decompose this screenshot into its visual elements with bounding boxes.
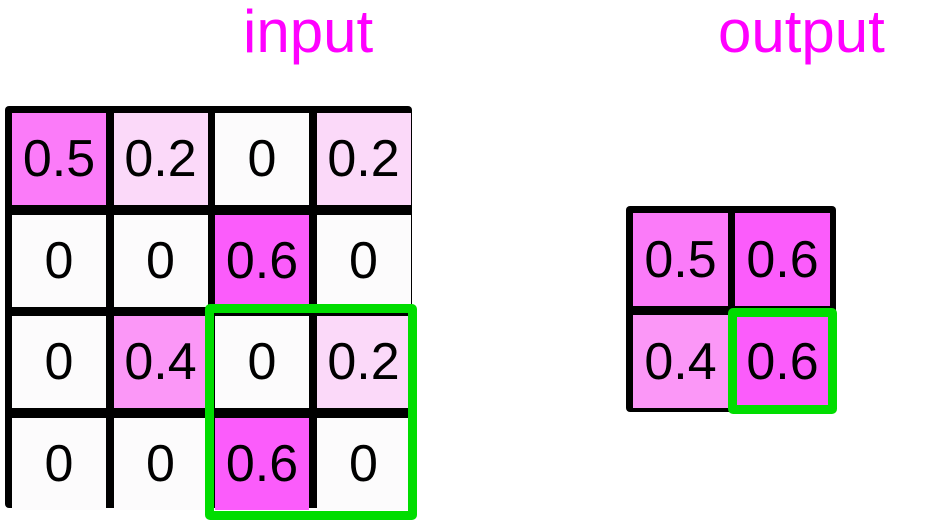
input-title: input [243, 0, 374, 65]
input-cell-r0-c1: 0.2 [113, 113, 208, 205]
cell-value: 0 [349, 434, 378, 493]
cell-value: 0.4 [644, 332, 717, 391]
cell-value: 0.6 [746, 332, 819, 391]
cell-value: 0 [247, 333, 277, 391]
input-cell-r2-c1: 0.4 [113, 316, 208, 408]
cell-value: 0.2 [124, 130, 197, 188]
cell-value: 0.5 [22, 130, 96, 188]
input-cell-r0-c2: 0 [215, 113, 309, 205]
input-cell-r3-c0: 0 [12, 417, 106, 510]
input-cell-r2-c2: 0 [215, 316, 309, 408]
cell-value: 0 [146, 231, 175, 290]
cell-value: 0 [349, 231, 378, 290]
cell-value: 0.2 [327, 130, 400, 188]
input-cell-r2-c3: 0.2 [316, 316, 411, 408]
input-cell-r1-c3: 0 [316, 214, 411, 307]
input-cell-r1-c0: 0 [12, 214, 106, 307]
cell-value: 0.5 [644, 230, 717, 289]
cell-value: 0 [44, 333, 74, 391]
cell-value: 0.6 [746, 230, 819, 289]
input-cell-r2-c0: 0 [12, 316, 106, 408]
cell-value: 0.6 [225, 434, 299, 493]
output-cell-r0-c1: 0.6 [735, 213, 830, 306]
input-cell-r0-c3: 0.2 [316, 113, 411, 205]
cell-value: 0.2 [327, 333, 400, 391]
cell-value: 0 [146, 434, 175, 493]
cell-value: 0 [247, 130, 277, 188]
input-cell-r1-c2: 0.6 [215, 214, 309, 307]
output-cell-r0-c0: 0.5 [633, 213, 728, 306]
input-cell-r0-c0: 0.5 [12, 113, 106, 205]
input-cell-r1-c1: 0 [113, 214, 208, 307]
cell-value: 0 [44, 434, 74, 493]
cell-value: 0.6 [225, 231, 299, 290]
output-title: output [718, 0, 885, 65]
output-cell-r1-c1: 0.6 [735, 315, 830, 408]
cell-value: 0 [44, 231, 74, 290]
cell-value: 0.4 [124, 333, 197, 391]
output-cell-r1-c0: 0.4 [633, 315, 728, 408]
input-cell-r3-c3: 0 [316, 417, 411, 510]
input-matrix: 0.5 0.2 0 0.2 0 0 0.6 0 0 0.4 0 0.2 0 0 0.6 0 [5, 106, 412, 510]
input-cell-r3-c2: 0.6 [215, 417, 309, 510]
input-cell-r3-c1: 0 [113, 417, 208, 510]
output-matrix: 0.5 0.6 0.4 0.6 [626, 206, 836, 412]
